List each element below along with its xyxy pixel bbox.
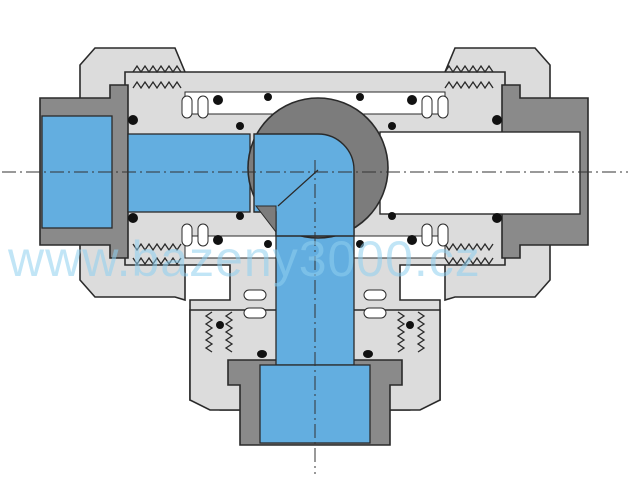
seals: [128, 93, 502, 358]
seal: [407, 95, 417, 105]
bottom-channel-flow: [275, 229, 355, 366]
slot: [421, 95, 433, 119]
seal: [216, 321, 224, 329]
slot: [181, 223, 193, 247]
thread-top-right: [444, 64, 494, 74]
slot: [243, 289, 267, 301]
thread-vertical-left-2: [224, 311, 234, 353]
seal: [264, 93, 272, 101]
slot: [437, 223, 449, 247]
seal: [128, 115, 138, 125]
thread-top-left-2: [132, 80, 182, 90]
slots: [181, 95, 449, 319]
thread-vertical-left: [204, 311, 214, 353]
slot: [437, 95, 449, 119]
seal: [264, 240, 272, 248]
seal: [356, 240, 364, 248]
centerlines: [2, 160, 628, 474]
thread-top-right-2: [444, 80, 494, 90]
slot: [181, 95, 193, 119]
ball-stem-line: [277, 169, 319, 207]
thread-vertical-right: [396, 311, 406, 353]
seal: [363, 350, 373, 358]
thread-bottom-left: [132, 256, 182, 266]
ball: [247, 97, 389, 239]
thread-vertical-right-2: [416, 311, 426, 353]
slot: [197, 223, 209, 247]
seal: [492, 213, 502, 223]
threads: [132, 64, 494, 353]
seal: [388, 212, 396, 220]
seal: [213, 95, 223, 105]
seal: [492, 115, 502, 125]
ball-l-port: [253, 133, 355, 237]
right-bore: [379, 131, 581, 215]
ball-stem-notch: [254, 205, 277, 234]
seal: [388, 122, 396, 130]
slot: [197, 95, 209, 119]
thread-top-left: [132, 64, 182, 74]
seal: [257, 350, 267, 358]
slot: [421, 223, 433, 247]
watermark-text: www.bazeny3000.cz: [7, 231, 481, 287]
thread-bottom-right-2: [444, 242, 494, 252]
seal: [236, 212, 244, 220]
seal: [213, 235, 223, 245]
slot: [363, 307, 387, 319]
seal: [236, 122, 244, 130]
seal: [128, 213, 138, 223]
slot: [243, 307, 267, 319]
thread-bottom-right: [444, 256, 494, 266]
seal: [407, 235, 417, 245]
seal: [406, 321, 414, 329]
seal: [356, 93, 364, 101]
thread-bottom-left-2: [132, 242, 182, 252]
slot: [363, 289, 387, 301]
left-channel-flow: [127, 133, 251, 213]
